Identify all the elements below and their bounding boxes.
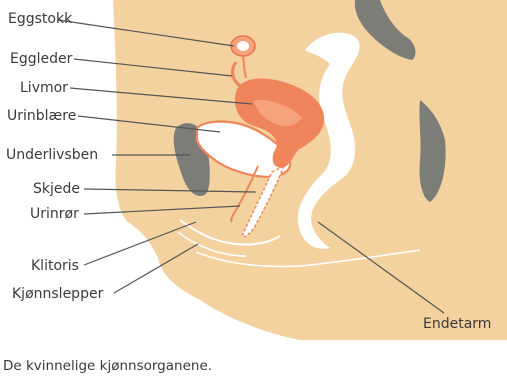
label-underlivsben: Underlivsben	[6, 147, 98, 163]
label-eggstokk: Eggstokk	[8, 11, 72, 27]
label-kjonnslepper: Kjønnslepper	[12, 286, 103, 302]
label-urinror: Urinrør	[30, 206, 79, 222]
label-endetarm: Endetarm	[423, 316, 491, 332]
label-livmor: Livmor	[20, 80, 68, 96]
label-eggleder: Eggleder	[10, 51, 72, 67]
label-klitoris: Klitoris	[31, 258, 79, 274]
figure-caption: De kvinnelige kjønnsorganene.	[3, 358, 212, 374]
label-urinblaere: Urinblære	[7, 108, 76, 124]
label-skjede: Skjede	[33, 181, 80, 197]
